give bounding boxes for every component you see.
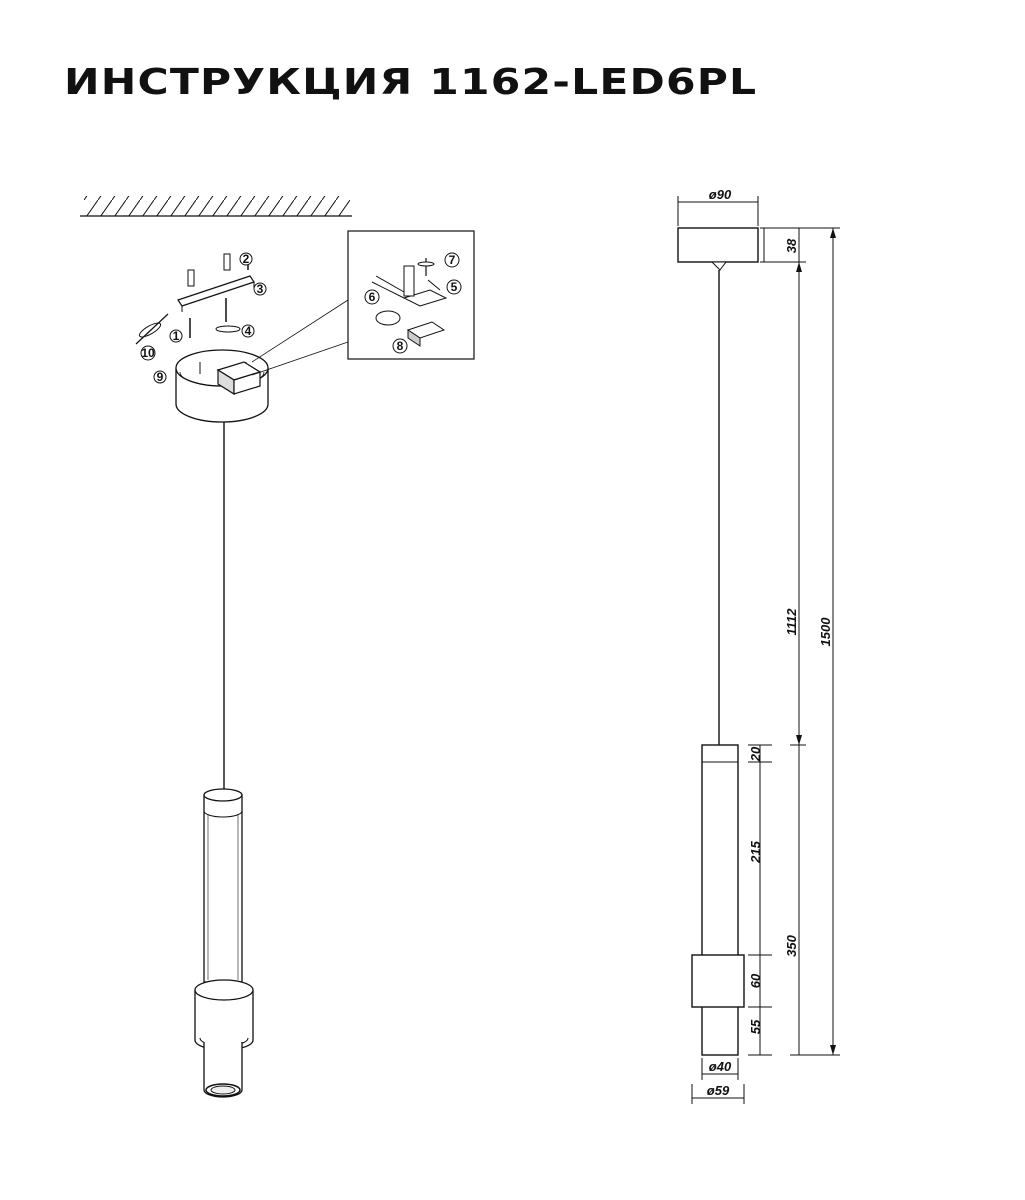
ceiling-dowel bbox=[187, 253, 231, 287]
dim-chain-outer bbox=[796, 227, 840, 1056]
svg-text:5: 5 bbox=[451, 280, 458, 294]
dim-tube-total: 350 bbox=[784, 934, 799, 956]
callout-7: 7 bbox=[444, 252, 460, 268]
dim-cable-length: 1112 bbox=[784, 608, 799, 636]
callout-6: 6 bbox=[364, 289, 380, 305]
svg-text:10: 10 bbox=[141, 346, 155, 360]
dim-total-length: 1500 bbox=[818, 617, 833, 647]
installation-view: 2 3 4 1 10 9 7 bbox=[80, 196, 475, 1098]
svg-text:6: 6 bbox=[369, 290, 376, 304]
dim-chain-middle bbox=[760, 227, 806, 1056]
svg-text:9: 9 bbox=[157, 370, 164, 384]
cable-grip bbox=[710, 261, 727, 271]
svg-text:ø40: ø40 bbox=[709, 1059, 732, 1074]
driver-box bbox=[216, 361, 262, 396]
callout-10: 10 bbox=[140, 345, 156, 361]
callout-1: 1 bbox=[169, 329, 183, 343]
pendant-lamp bbox=[194, 788, 254, 1098]
lamp-sleeve bbox=[691, 954, 745, 1008]
ceiling-hatch bbox=[80, 196, 352, 217]
dim-tube-diameter: ø40 bbox=[701, 1058, 739, 1080]
dim-sleeve: 60 bbox=[748, 973, 763, 988]
dim-sleeve-diameter: ø59 bbox=[691, 1083, 745, 1104]
lamp-tube bbox=[701, 744, 739, 1056]
detail-inset bbox=[251, 230, 475, 376]
callout-4: 4 bbox=[241, 324, 255, 338]
dim-canopy-height: 38 bbox=[784, 238, 799, 253]
callout-3: 3 bbox=[253, 282, 267, 296]
callout-2: 2 bbox=[239, 252, 253, 266]
dim-top-ring: 20 bbox=[748, 746, 763, 762]
svg-text:3: 3 bbox=[257, 282, 264, 296]
svg-text:1: 1 bbox=[173, 329, 180, 343]
svg-text:ø59: ø59 bbox=[707, 1083, 730, 1098]
svg-text:7: 7 bbox=[449, 253, 456, 267]
dim-chain-inner bbox=[748, 228, 772, 1056]
callout-5: 5 bbox=[446, 279, 462, 295]
dim-tube-lower: 55 bbox=[748, 1019, 763, 1034]
dim-canopy-diameter: ø90 bbox=[677, 187, 759, 226]
svg-text:2: 2 bbox=[243, 252, 250, 266]
svg-text:8: 8 bbox=[397, 339, 404, 353]
canopy bbox=[677, 227, 759, 263]
svg-text:4: 4 bbox=[245, 324, 252, 338]
svg-text:ø90: ø90 bbox=[709, 187, 732, 202]
dim-tube-upper: 215 bbox=[748, 840, 763, 863]
page-title: ИНСТРУКЦИЯ 1162-LED6PL bbox=[64, 62, 758, 103]
washer-icon bbox=[135, 313, 241, 345]
callout-8: 8 bbox=[392, 338, 408, 354]
callout-9: 9 bbox=[153, 370, 167, 384]
dimension-view: ø90 bbox=[677, 187, 840, 1104]
